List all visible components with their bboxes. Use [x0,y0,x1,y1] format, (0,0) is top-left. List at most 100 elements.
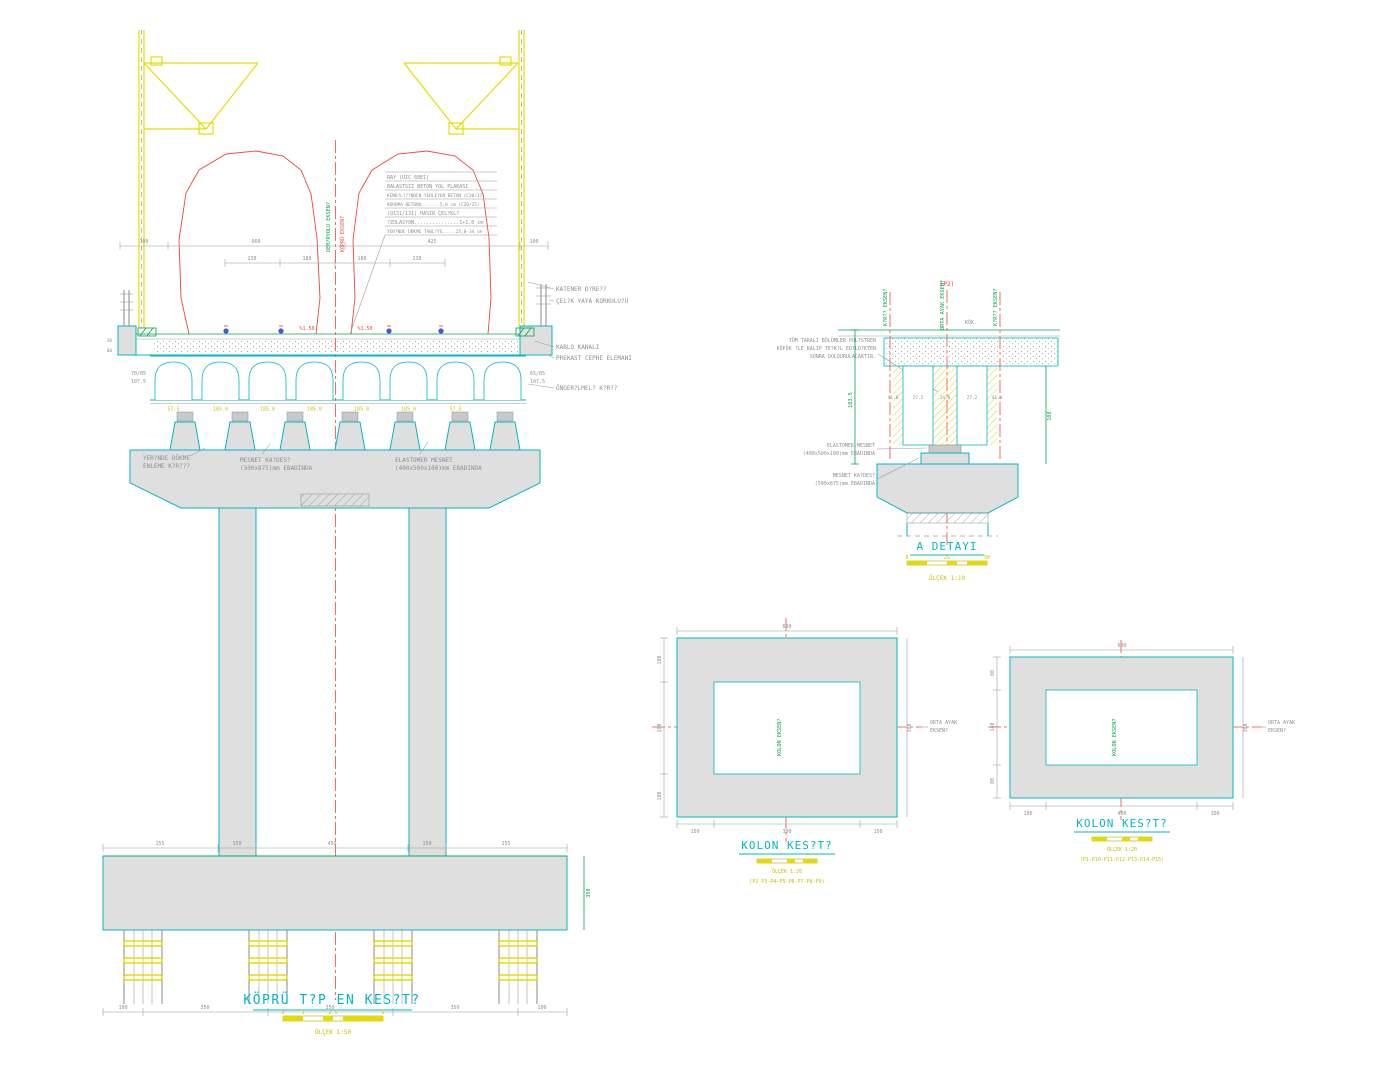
main-drawing-title: KÖPRÜ T?P EN KES?T? [243,991,420,1008]
dim-text: 150 [232,841,241,847]
note-row: YER?NDE DÖKME TABL?YE.....25,0-34 cm [387,228,483,235]
dim-text: 100 [1047,411,1053,420]
dim-text: 27.2 [913,395,924,401]
main-title-block: KÖPRÜ T?P EN KES?T? 0 1 2.5 5 ÖLÇEK 1:50 [243,991,420,1036]
girder-spacing: 185.0 [307,407,322,413]
pile-group [248,930,288,1004]
dim-text: 450 [327,841,336,847]
note-row: KEND?L???NDEN YERLE?EN BETON (C30/37) [387,193,485,199]
girder-side-dim: 70/85 [131,371,146,377]
dim-text: 350 [200,1005,209,1011]
dim-text: 80 [990,670,996,676]
column-section-2: KOLON EKSEN? 600 80 140 80 100 400 100 3… [988,640,1295,863]
railing-right [536,284,551,326]
dim-text: 150 [422,841,431,847]
ongerilmeli-label: ÖNGER?LMEL? K?R?? [556,385,618,392]
dim-text: 100 [1023,811,1032,817]
deck-callouts: KATENER D?RE?? ÇEL?K YAYA KORKULU?U KABL… [527,281,632,392]
elastomer-label: ELASTOMER MESNET [395,457,453,464]
bridge-axis-label: KÖPRÜ EKSEN? [339,216,346,252]
note-row: (Q131/131) HASIR ÇEL?KL? [387,211,459,217]
dim-text: 140 [990,722,996,731]
scale-tick: 0 [281,1010,284,1016]
detail-a: (P2) K?R?? EKSEN? ORTA AYAK EKSEN? K?R??… [777,280,1060,582]
rail-fasteners [223,325,444,334]
column-void [713,681,861,775]
dim-text: 155 [501,841,510,847]
dim-text: 180 [357,256,366,262]
dim-text: 150 [690,829,699,835]
scale-bar [1091,836,1153,842]
dim-text: 350 [450,1005,459,1011]
enleme-label: YER?NDE DÖKME [143,455,190,462]
note-row: BALASTSIZ BETON YOL PLAKASI [387,184,468,190]
pier-axis-label: EKSEN? [930,728,948,734]
scale-tick: 25 [944,555,950,561]
piles: 100 350 350 350 100 [102,930,568,1016]
pile-group [123,930,163,1004]
girder-spacing: 185.0 [401,407,416,413]
dim-text: 300 [782,829,791,835]
column-section-1: KOLON EKSEN? 600 100 180 100 150 300 150… [652,618,957,885]
scale-tick: 5 [381,1010,384,1016]
dim-text: 80 [990,778,996,784]
dim-text: 600 [782,624,791,630]
axis-label: K?R?? EKSEN? [993,289,999,326]
dim-text: 14.0 [940,395,951,401]
dim-text: 238 [247,256,256,262]
foundation-height-dim: 350 [586,888,592,897]
axis-label: K?R?? EKSEN? [883,289,889,326]
pier-axis-label: ORTA AYAK [930,720,957,726]
dim-text: 238 [412,256,421,262]
foundation: 155 150 450 150 155 350 [102,841,592,931]
pier-axis-label: EKSEN? [1268,728,1286,734]
kok-label: KÖK. [965,319,977,326]
parapet-left [117,325,137,356]
dim-text: 400 [1117,811,1126,817]
girder-spacing: 185.0 [260,407,275,413]
bearings-pedestals [169,411,521,451]
scale-tick: 50 [984,555,990,561]
dim-row-top: 100 660 425 100 238 180 180 238 [119,239,549,267]
dim-text: 180 [302,256,311,262]
slope-label-left: %1.50 [299,326,314,332]
elastomer-bearing [928,444,962,454]
kaide-label: (500x875)mm EBADINDA [240,465,313,472]
column-axis-label: KOLON EKSEN? [1112,719,1118,756]
girder-side-dim: 107.5 [131,379,146,385]
clearance-gauge-right [350,150,492,335]
note-row: RAY (UIC 60E1) [387,175,429,181]
girder-spacing: 57.5 [167,407,179,413]
dim-text: 27.2 [967,395,978,401]
girder-web [902,365,934,446]
dim-text: 350 [325,1005,334,1011]
scale-bar: 0 1 2.5 5 [281,1010,385,1022]
pile-group [373,930,413,1004]
dim-text: 660 [251,239,260,245]
col1-scale-label: ÖLÇEK 1:20 [772,868,802,875]
dim-text: 600 [1117,643,1126,649]
edge-dim: 60 [107,348,113,354]
dim-text: 100 [1210,811,1219,817]
dim-text: 100 [529,239,538,245]
kaide-label: MESNET KA?DES? [240,457,291,464]
girders: 57.5 185.0 185.0 185.0 185.0 185.0 57.5 … [131,355,545,413]
scale-tick: 0 [905,555,908,561]
railway-axis-label: DEM?RYOLU EKSEN? [326,202,332,252]
note-line: KÖPÜK ?LE KALIP TE?K?L ED?LD?KTEN [777,345,876,352]
pile-group [498,930,538,1004]
slope-label-right: %1.50 [357,326,372,332]
kaide-label: MESNET KA?DES? [833,473,875,479]
dim-text: 380 [907,723,913,732]
note-line: SONRA DOLDURULACAKTIR. [810,354,876,360]
elastomer-label: (400x500x100)mm EBADINDA [395,465,482,472]
elastomer-label: ELASTOMER MESNET [827,443,875,449]
girder-side-dim: 107.5 [530,379,545,385]
dim-text: 41.0 [888,395,899,401]
note-row: KORUMA BETONU.......5,0 cm (C20/25) [387,202,480,208]
dim-text: 155 [155,841,164,847]
detail-scale-label: ÖLÇEK 1:10 [929,575,966,582]
axis-label: ORTA AYAK EKSEN? [940,280,946,330]
edge-dim: 30 [107,338,113,344]
